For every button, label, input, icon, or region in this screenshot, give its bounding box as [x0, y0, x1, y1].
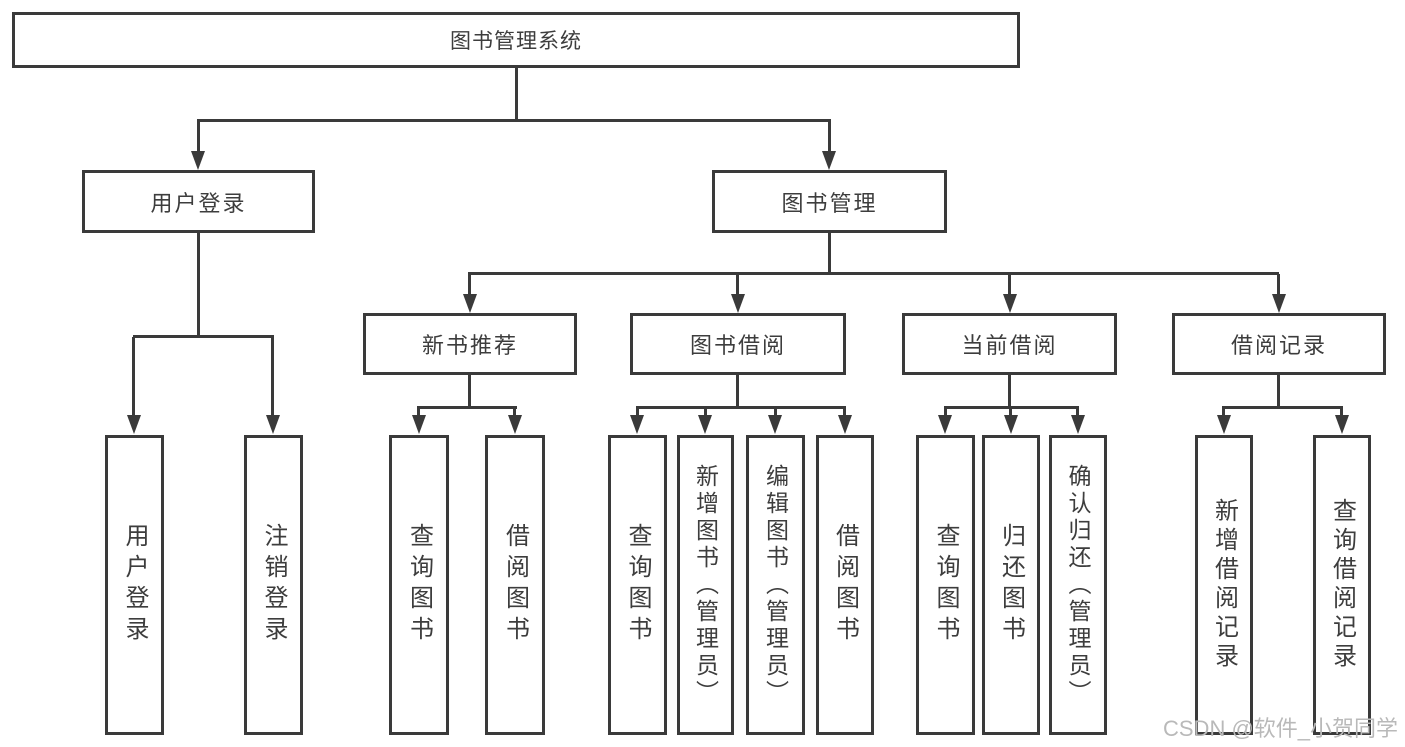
- leaf-query-borrow-record-label: 查询借阅记录: [1328, 498, 1356, 672]
- leaf-query-books-rec: 查询图书: [389, 435, 449, 735]
- leaf-borrow-books-borrow: 借阅图书: [816, 435, 874, 735]
- connector-stem: [1076, 406, 1079, 418]
- csdn-watermark: CSDN @软件_小贺同学: [1163, 716, 1399, 741]
- leaf-borrow-books-rec: 借阅图书: [485, 435, 545, 735]
- connector-new-book-rec-stub: [468, 373, 471, 408]
- connector-stem: [1008, 274, 1011, 296]
- arrowhead-down-icon: [1272, 294, 1286, 313]
- connector-root-hbar: [197, 119, 831, 122]
- connector-to-user-login-stem: [197, 121, 200, 154]
- arrowhead-down-icon: [1004, 415, 1018, 434]
- leaf-borrow-books-rec-label: 借阅图书: [501, 523, 529, 647]
- node-new-book-rec-label: 新书推荐: [421, 333, 518, 358]
- leaf-edit-book-admin-label: 编辑图书（管理员）: [762, 463, 789, 707]
- arrowhead-down-icon: [508, 415, 522, 434]
- arrowhead-down-icon: [822, 151, 836, 170]
- leaf-confirm-return-admin-label: 确认归还（管理员）: [1065, 463, 1091, 707]
- connector-stem: [1009, 406, 1012, 418]
- leaf-logout-label: 注销登录: [260, 523, 287, 647]
- arrowhead-down-icon: [731, 294, 745, 313]
- arrowhead-down-icon: [1217, 415, 1231, 434]
- node-root: 图书管理系统: [12, 12, 1020, 68]
- arrowhead-down-icon: [1335, 415, 1349, 434]
- connector-user-login-hbar: [133, 335, 274, 338]
- connector-stem: [468, 274, 471, 296]
- arrowhead-down-icon: [266, 415, 280, 434]
- connector-stem: [513, 406, 516, 418]
- leaf-return-books: 归还图书: [982, 435, 1040, 735]
- connector-current-borrow-stub: [1008, 373, 1011, 408]
- leaf-confirm-return-admin: 确认归还（管理员）: [1049, 435, 1107, 735]
- connector-book-borrow-hbar: [636, 406, 846, 409]
- leaf-return-books-label: 归还图书: [997, 523, 1025, 647]
- arrowhead-down-icon: [698, 415, 712, 434]
- leaf-user-login: 用户登录: [105, 435, 164, 735]
- connector-book-mgmt-hbar: [468, 272, 1279, 275]
- node-current-borrow: 当前借阅: [902, 313, 1117, 375]
- connector-stem: [843, 406, 846, 418]
- arrowhead-down-icon: [838, 415, 852, 434]
- node-book-borrow-label: 图书借阅: [689, 333, 786, 358]
- leaf-add-borrow-record-label: 新增借阅记录: [1210, 498, 1238, 672]
- node-root-label: 图书管理系统: [450, 30, 582, 53]
- arrowhead-down-icon: [127, 415, 141, 434]
- node-borrow-records: 借阅记录: [1172, 313, 1386, 375]
- arrowhead-down-icon: [768, 415, 782, 434]
- arrowhead-down-icon: [938, 415, 952, 434]
- leaf-logout: 注销登录: [244, 435, 303, 735]
- connector-stem: [1277, 274, 1280, 296]
- leaf-query-books-rec-label: 查询图书: [405, 523, 433, 647]
- node-borrow-records-label: 借阅记录: [1230, 333, 1327, 358]
- arrowhead-down-icon: [463, 294, 477, 313]
- leaf-query-books-borrow-label: 查询图书: [624, 523, 651, 647]
- connector-stem: [774, 406, 777, 418]
- connector-stem: [736, 274, 739, 296]
- arrowhead-down-icon: [630, 415, 644, 434]
- leaf-query-borrow-record: 查询借阅记录: [1313, 435, 1371, 735]
- node-new-book-rec: 新书推荐: [363, 313, 577, 375]
- leaf-add-book-admin: 新增图书（管理员）: [677, 435, 734, 735]
- connector-new-book-rec-hbar: [418, 406, 517, 409]
- leaf-add-borrow-record: 新增借阅记录: [1195, 435, 1253, 735]
- node-user-login: 用户登录: [82, 170, 315, 233]
- connector-stem: [1340, 406, 1343, 418]
- node-book-borrow: 图书借阅: [630, 313, 846, 375]
- connector-stem: [1222, 406, 1225, 418]
- node-current-borrow-label: 当前借阅: [961, 333, 1058, 358]
- connector-stem: [944, 406, 947, 418]
- connector-stem: [132, 337, 135, 416]
- arrowhead-down-icon: [1003, 294, 1017, 313]
- connector-stem: [704, 406, 707, 418]
- connector-stem: [417, 406, 420, 418]
- connector-user-login-stub: [197, 231, 200, 337]
- arrowhead-down-icon: [412, 415, 426, 434]
- connector-to-book-mgmt-stem: [828, 121, 831, 154]
- connector-borrow-records-stub: [1277, 373, 1280, 408]
- connector-stem: [636, 406, 639, 418]
- leaf-add-book-admin-label: 新增图书（管理员）: [692, 463, 719, 707]
- leaf-edit-book-admin: 编辑图书（管理员）: [746, 435, 805, 735]
- leaf-query-books-borrow: 查询图书: [608, 435, 667, 735]
- arrowhead-down-icon: [191, 151, 205, 170]
- connector-root-stub: [515, 66, 518, 121]
- leaf-borrow-books-borrow-label: 借阅图书: [831, 523, 859, 647]
- connector-book-mgmt-stub: [828, 231, 831, 274]
- connector-borrow-records-hbar: [1223, 406, 1343, 409]
- connector-stem: [271, 337, 274, 416]
- node-book-mgmt-label: 图书管理: [781, 190, 878, 216]
- node-book-mgmt: 图书管理: [712, 170, 947, 233]
- arrowhead-down-icon: [1071, 415, 1085, 434]
- leaf-query-books-current-label: 查询图书: [932, 523, 959, 647]
- node-user-login-label: 用户登录: [150, 190, 247, 216]
- leaf-user-login-label: 用户登录: [121, 523, 148, 647]
- leaf-query-books-current: 查询图书: [916, 435, 975, 735]
- connector-book-borrow-stub: [736, 373, 739, 408]
